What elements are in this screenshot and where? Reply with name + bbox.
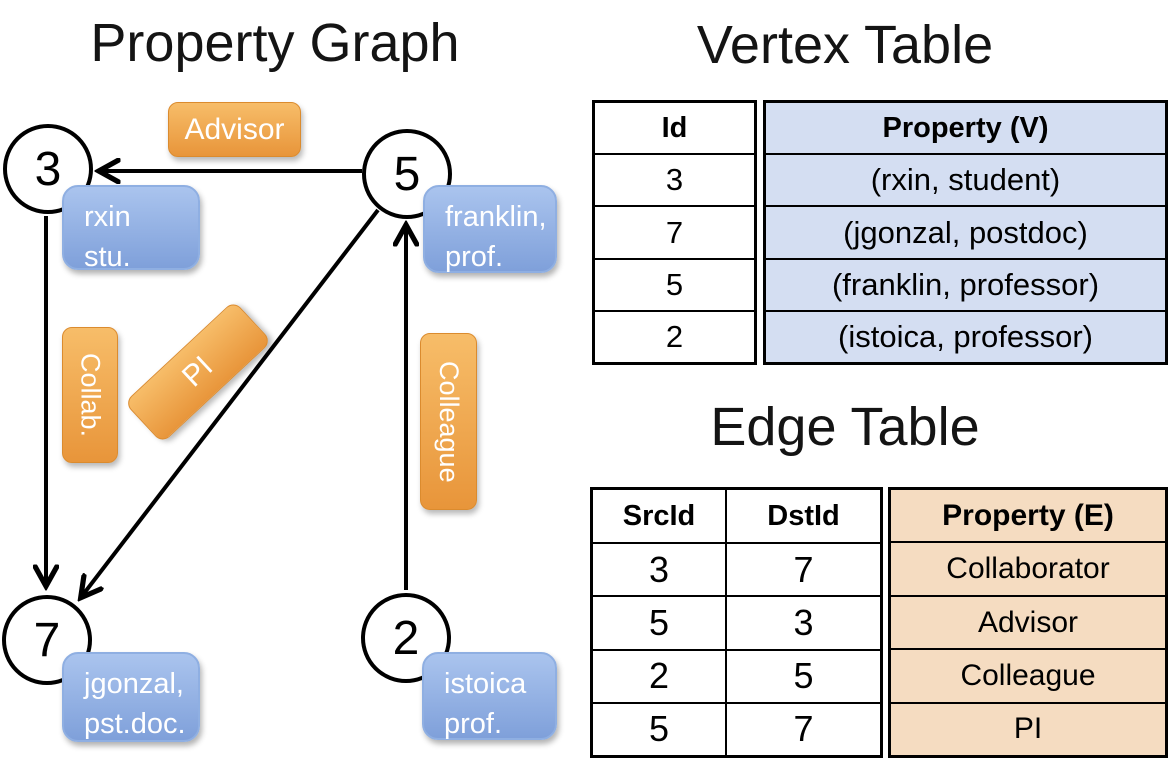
vertex-table-property-cell: (jgonzal, postdoc) bbox=[766, 205, 1165, 257]
vertex-table-id-cell: 2 bbox=[595, 309, 754, 362]
edge-table-dst-cell: 7 bbox=[725, 542, 880, 596]
edge-table-src-cell: 2 bbox=[593, 648, 725, 702]
edge-table-property-cell: PI bbox=[891, 701, 1165, 755]
edge-label-text: PI bbox=[176, 349, 220, 394]
edge-label-colleague: Colleague bbox=[420, 333, 477, 510]
vertex-callout-franklin: franklin, prof. bbox=[423, 185, 557, 273]
edge-table-dst-cell: 3 bbox=[725, 595, 880, 649]
vertex-table-id-cell: 5 bbox=[595, 257, 754, 310]
vertex-table-property-cell: (rxin, student) bbox=[766, 153, 1165, 205]
edge-table-src-cell: 3 bbox=[593, 542, 725, 595]
edge-label-text: Collab. bbox=[75, 352, 106, 438]
edge-table-src-cell: 5 bbox=[593, 595, 725, 648]
edge-table-dst-cell: 7 bbox=[725, 701, 880, 755]
node-id-label: 3 bbox=[34, 142, 62, 196]
edge-table-header-dstid: DstId bbox=[725, 490, 880, 542]
vertex-table-id-column: Id 3 7 5 2 bbox=[592, 100, 757, 365]
graph-node-2: 2 bbox=[361, 593, 451, 683]
edge-table-title: Edge Table bbox=[710, 397, 980, 457]
vertex-callout-line2: stu. bbox=[84, 241, 131, 274]
vertex-table-property-cell: (franklin, professor) bbox=[766, 257, 1165, 310]
vertex-callout-rxin: rxin stu. bbox=[62, 185, 200, 273]
vertex-table-property-cell: (istoica, professor) bbox=[766, 309, 1165, 362]
edge-table-property-cell: Advisor bbox=[891, 594, 1165, 648]
vertex-callout-line2: prof. bbox=[445, 241, 504, 274]
edge-table-header-srcid: SrcId bbox=[622, 499, 696, 532]
edge-table-header-property: Property (E) bbox=[942, 498, 1114, 532]
vertex-callout-line1: rxin bbox=[84, 201, 131, 233]
edge-table-property-cell: Collaborator bbox=[891, 541, 1165, 594]
edge-table-src-cell: 5 bbox=[593, 701, 725, 755]
edge-table-property-cell: Colleague bbox=[891, 648, 1165, 701]
edge-label-collab: Collab. bbox=[62, 327, 118, 463]
edge-label-text: Colleague bbox=[434, 360, 464, 483]
edge-table-id-columns: SrcId DstId 3 7 5 3 2 5 5 7 bbox=[590, 487, 883, 758]
edge-table-dst-cell: 5 bbox=[725, 648, 880, 702]
edge-label-text: Advisor bbox=[184, 112, 285, 146]
node-id-label: 7 bbox=[33, 613, 61, 667]
vertex-callout-line1: istoica bbox=[444, 668, 527, 700]
vertex-table-property-column: Property (V) (rxin, student) (jgonzal, p… bbox=[763, 100, 1168, 365]
graph-edges-layer bbox=[0, 0, 585, 760]
edge-pi-5-to-7 bbox=[82, 208, 380, 596]
vertex-table-title: Vertex Table bbox=[696, 15, 994, 75]
edge-table-property-column: Property (E) Collaborator Advisor Collea… bbox=[888, 487, 1168, 758]
vertex-table-header-id: Id bbox=[661, 111, 688, 144]
graph-node-5: 5 bbox=[362, 129, 452, 219]
vertex-table-header-property: Property (V) bbox=[882, 111, 1049, 144]
vertex-callout-line1: franklin, bbox=[445, 201, 547, 233]
vertex-table-id-cell: 7 bbox=[595, 205, 754, 257]
node-id-label: 5 bbox=[393, 147, 421, 201]
node-id-label: 2 bbox=[392, 611, 420, 665]
vertex-callout-line2: prof. bbox=[444, 708, 503, 741]
edge-label-advisor: Advisor bbox=[168, 102, 301, 157]
property-graph-title: Property Graph bbox=[90, 13, 460, 73]
vertex-callout-line1: jgonzal, bbox=[84, 668, 184, 700]
vertex-table-id-cell: 3 bbox=[595, 153, 754, 205]
vertex-callout-istoica: istoica prof. bbox=[422, 652, 557, 740]
vertex-callout-jgonzal: jgonzal, pst.doc. bbox=[62, 652, 200, 742]
vertex-callout-line2: pst.doc. bbox=[84, 708, 186, 741]
